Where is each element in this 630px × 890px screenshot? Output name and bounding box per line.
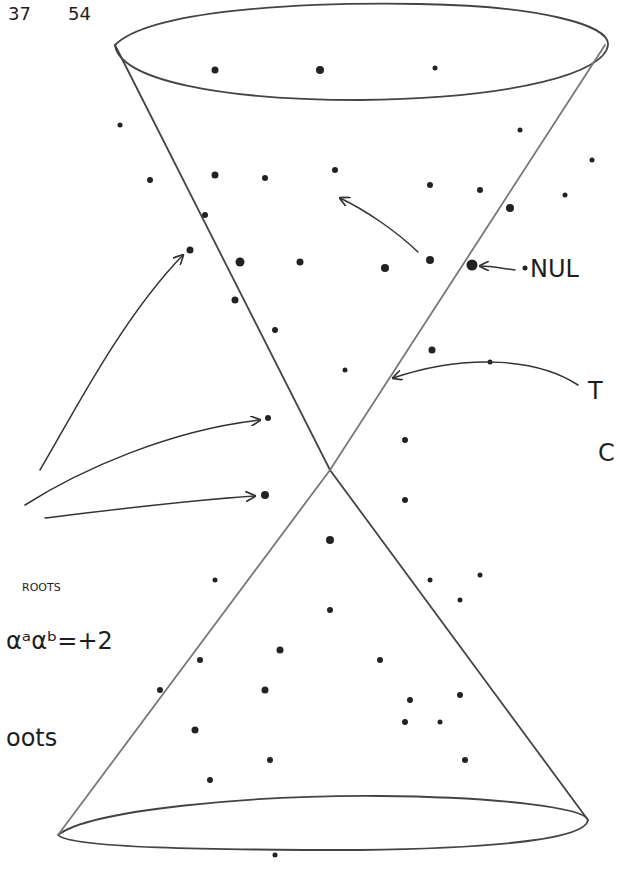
annotation-label: 54 [68,4,91,24]
leader-line [25,420,260,505]
lattice-points [118,66,595,858]
annotation-label: T [588,378,603,404]
annotation-label: αᵃαᵇ=+2 [6,628,113,654]
leader-line [40,255,183,470]
annotation-label: 37 [8,4,31,24]
leader-line [393,362,578,385]
leader-line [340,198,418,252]
annotation-label: C [598,440,615,466]
cone-rim [58,796,588,850]
cone-line [115,45,588,820]
cone-line [58,45,605,835]
leader-line [480,266,515,270]
annotation-label: oots [6,725,57,751]
annotation-label: NUL [530,256,579,282]
cone-rim [115,4,608,100]
leader-line [45,496,255,518]
annotation-label: ROOTS [22,582,61,594]
